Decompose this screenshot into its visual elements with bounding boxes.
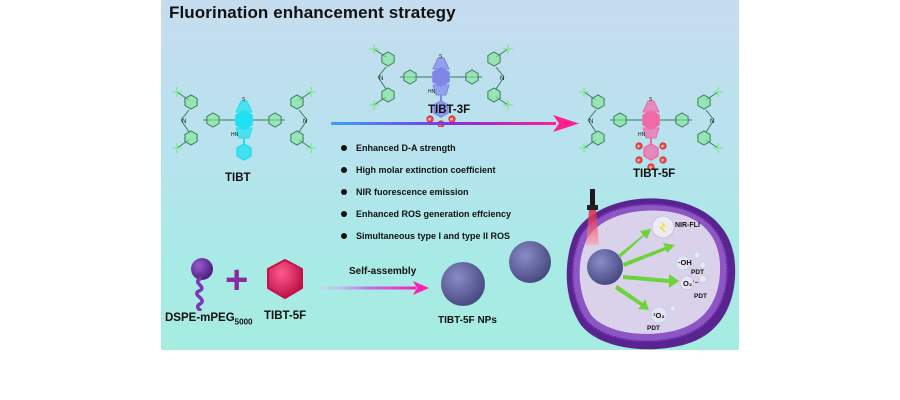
svg-text:N: N <box>710 119 714 125</box>
fluorine-atom <box>635 156 643 164</box>
svg-text:HN: HN <box>428 89 436 95</box>
bullet-icon <box>341 145 347 151</box>
svg-text:F: F <box>428 117 431 122</box>
green-arrows <box>615 229 679 310</box>
tibt-3f-label: TIBT-3F <box>428 104 471 116</box>
pdt-label: PDT <box>691 269 704 276</box>
dye-label: TIBT-5F <box>264 310 307 322</box>
plus-sign: + <box>225 258 249 302</box>
phenyl-ring <box>290 94 304 110</box>
feature-list: Enhanced D-A strength High molar extinct… <box>341 137 511 247</box>
pendant-aryl-ring <box>433 100 449 118</box>
ros-superoxide-label: O₂˙⁻ <box>683 279 699 288</box>
acceptor-core <box>432 66 450 88</box>
polymer-label: DSPE-mPEG5000 <box>165 312 253 327</box>
bullet-icon <box>341 167 347 173</box>
imidazole-ring <box>235 127 253 139</box>
nanoparticle-icon <box>441 262 485 306</box>
lightning-icon <box>659 221 667 234</box>
fluorine-atom <box>659 142 667 150</box>
svg-text:F: F <box>649 165 652 170</box>
feature-item: Simultaneous type I and type II ROS <box>341 225 511 247</box>
bullet-icon <box>341 233 347 239</box>
svg-text:F: F <box>661 158 664 163</box>
nanoparticle-in-cell <box>587 249 623 285</box>
phenyl-ring <box>403 69 417 85</box>
svg-text:S: S <box>439 54 443 60</box>
bullet-icon <box>341 211 347 217</box>
ros-singlet-oxygen-label: ¹O₂ <box>653 311 665 320</box>
phenyl-ring <box>184 94 198 110</box>
acceptor-core <box>642 109 660 131</box>
imidazole-ring <box>432 84 450 96</box>
pendant-aryl-ring <box>643 143 659 161</box>
self-assembly-label: Self-assembly <box>349 266 417 277</box>
phenyl-ring <box>290 130 304 146</box>
acceptor-core <box>235 109 253 131</box>
ros-hydroxyl-label: ·OH <box>678 258 692 267</box>
svg-text:N: N <box>589 119 593 125</box>
svg-text:F: F <box>661 144 664 149</box>
svg-text:S: S <box>242 97 246 103</box>
svg-text:HN: HN <box>231 132 239 138</box>
tibt-5f-label: TIBT-5F <box>633 168 676 180</box>
nanoparticle-icon <box>509 241 551 283</box>
phenyl-ring <box>381 87 395 103</box>
phenyl-ring <box>697 94 711 110</box>
fluorination-arrow <box>331 115 579 132</box>
phenyl-ring <box>697 130 711 146</box>
bullet-icon <box>341 189 347 195</box>
self-assembly-arrow <box>321 281 429 295</box>
svg-text:F: F <box>637 144 640 149</box>
polymer-icon <box>191 258 213 311</box>
phenyl-ring <box>381 51 395 67</box>
pendant-aryl-ring <box>236 143 252 161</box>
phenyl-ring <box>675 112 689 128</box>
svg-text:N: N <box>500 76 504 82</box>
phenyl-ring <box>487 87 501 103</box>
figure-title: Fluorination enhancement strategy <box>169 3 456 22</box>
molecule-tibt-5f: N N S HN F F F F F <box>579 87 723 170</box>
fluorine-atom <box>635 142 643 150</box>
nanoparticle-label: TIBT-5F NPs <box>438 315 497 326</box>
phenyl-ring <box>465 69 479 85</box>
phenyl-ring <box>613 112 627 128</box>
svg-text:HN: HN <box>638 132 646 138</box>
thiadiazole-ring <box>432 57 450 70</box>
tibt-label: TIBT <box>225 172 251 184</box>
feature-item: NIR fuorescence emission <box>341 181 511 203</box>
light-beam <box>586 210 599 245</box>
phenyl-ring <box>591 94 605 110</box>
fluorine-atom <box>659 156 667 164</box>
fluorine-atom <box>647 163 655 170</box>
nir-fli-label: NIR-FLI <box>675 222 700 229</box>
svg-text:S: S <box>649 97 653 103</box>
phenyl-ring <box>591 130 605 146</box>
feature-item: High molar extinction coefficient <box>341 159 511 181</box>
phenyl-ring <box>206 112 220 128</box>
dye-hexagon-icon <box>267 259 303 299</box>
svg-text:N: N <box>182 119 186 125</box>
flashlight-icon <box>590 189 595 207</box>
pdt-label: PDT <box>647 325 660 332</box>
cell-illustration <box>566 189 736 350</box>
imidazole-ring <box>642 127 660 139</box>
svg-text:F: F <box>450 117 453 122</box>
phenyl-ring <box>487 51 501 67</box>
svg-text:F: F <box>637 158 640 163</box>
svg-text:N: N <box>379 76 383 82</box>
feature-item: Enhanced D-A strength <box>341 137 511 159</box>
thiadiazole-ring <box>235 100 253 113</box>
phenyl-ring <box>184 130 198 146</box>
phenyl-ring <box>268 112 282 128</box>
thiadiazole-ring <box>642 100 660 113</box>
svg-text:N: N <box>303 119 307 125</box>
feature-item: Enhanced ROS generation effciency <box>341 203 511 225</box>
molecule-tibt: N N S HN <box>172 87 316 161</box>
pdt-label: PDT <box>694 293 707 300</box>
